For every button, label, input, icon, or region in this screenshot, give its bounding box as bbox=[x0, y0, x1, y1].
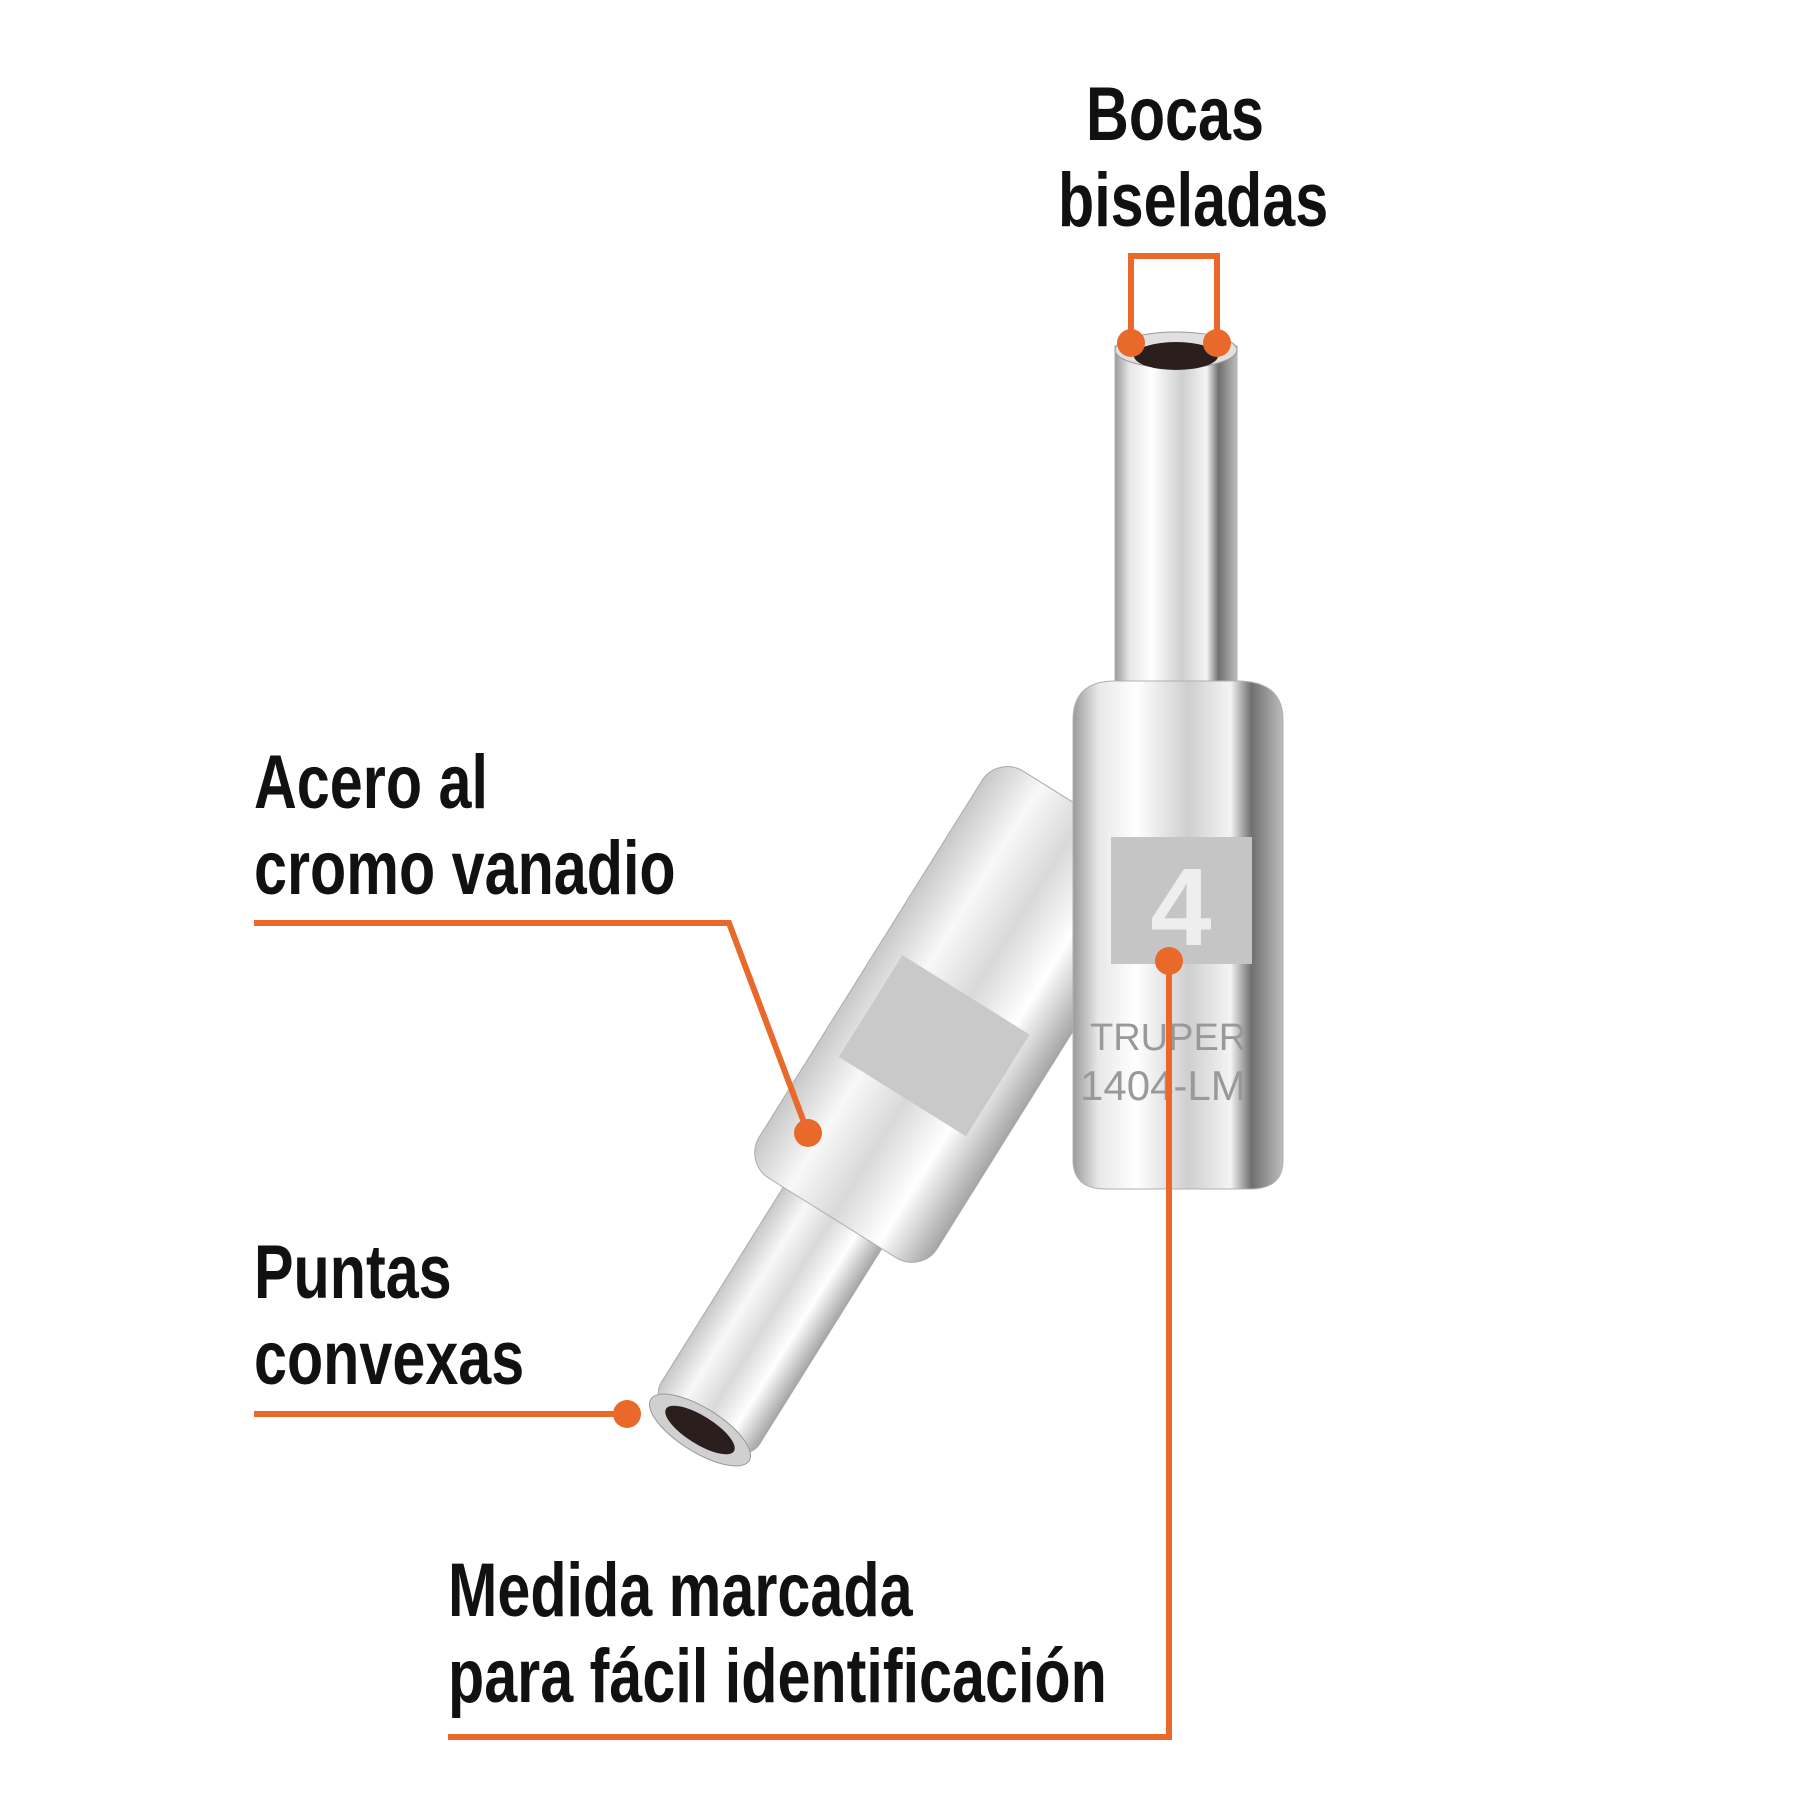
callout-bevel-line2: biseladas bbox=[1058, 158, 1329, 243]
callout-tips-line1: Puntas bbox=[254, 1230, 452, 1315]
callout-marking-line2: para fácil identificación bbox=[448, 1634, 1107, 1719]
callout-dots bbox=[613, 329, 1231, 1428]
tips-dot bbox=[613, 1400, 641, 1428]
bevel-dot-right bbox=[1203, 329, 1231, 357]
size-mark: 4 bbox=[1150, 846, 1211, 969]
size-mark-box bbox=[838, 955, 1030, 1137]
marking-leader bbox=[448, 961, 1172, 1740]
marking-dot bbox=[1155, 947, 1183, 975]
steel-leader bbox=[254, 920, 811, 1135]
callout-steel: Acero al cromo vanadio bbox=[254, 740, 676, 912]
size-mark-box bbox=[1111, 837, 1252, 964]
bevel-dot-left bbox=[1117, 329, 1145, 357]
callout-tips-line2: convexas bbox=[254, 1316, 525, 1401]
callout-tips: Puntas convexas bbox=[254, 1230, 524, 1402]
callout-bevel: Bocas biseladas bbox=[1058, 72, 1329, 244]
bevel-bracket bbox=[1128, 253, 1220, 343]
callout-marking: Medida marcada para fácil identificación bbox=[448, 1548, 1107, 1720]
callout-lines bbox=[254, 253, 1220, 1740]
lying-socket bbox=[648, 766, 1166, 1467]
model-engraving: 1404-LM bbox=[1080, 1062, 1246, 1109]
callout-bevel-line1: Bocas bbox=[1086, 72, 1264, 157]
steel-dot bbox=[794, 1119, 822, 1147]
callout-steel-line2: cromo vanadio bbox=[254, 826, 676, 911]
callout-steel-line1: Acero al bbox=[254, 740, 488, 825]
upright-socket: 4 TRUPER 1404-LM bbox=[1072, 331, 1284, 1190]
callout-marking-line1: Medida marcada bbox=[448, 1548, 913, 1633]
